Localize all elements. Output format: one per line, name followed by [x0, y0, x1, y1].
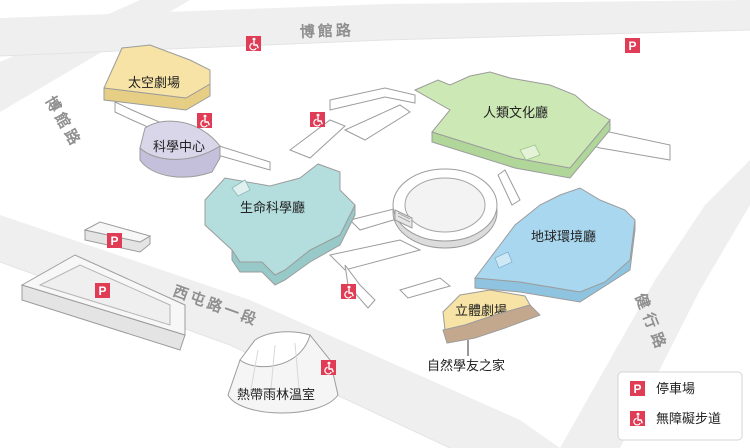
parking-icon[interactable] — [107, 233, 122, 248]
building-friends-home[interactable] — [442, 304, 541, 344]
walkways — [114, 87, 671, 309]
human-culture-stairs — [519, 144, 541, 161]
road-jian-xing — [560, 160, 750, 448]
legend-parking-label: 停車場 — [656, 381, 695, 397]
map-legend: 停車場 無障礙步道 — [617, 371, 743, 441]
wheelchair-icon[interactable] — [245, 35, 262, 52]
road-xitun — [0, 215, 560, 448]
road-label-bo-guan-west: 博館路 — [42, 93, 86, 151]
road-bo-guan — [0, 0, 750, 56]
label-life-science: 生命科學廳 — [240, 200, 305, 216]
parking-icon[interactable] — [95, 283, 110, 298]
central-plaza — [392, 168, 498, 249]
label-friends-home: 自然學友之家 — [427, 358, 505, 374]
wall-mid-east — [343, 104, 411, 141]
wheelchair-icon[interactable] — [340, 283, 357, 300]
wall-mid-west — [288, 119, 346, 159]
legend-wheelchair-icon — [629, 410, 646, 427]
wheelchair-icon[interactable] — [196, 112, 213, 129]
wheelchair-icon[interactable] — [309, 111, 326, 128]
wall-north — [329, 87, 416, 111]
building-human-culture[interactable] — [413, 71, 611, 179]
label-earth-env: 地球環境廳 — [531, 229, 596, 245]
label-science-center: 科學中心 — [153, 140, 205, 155]
earth-env-stairs — [494, 251, 513, 269]
building-life-science[interactable] — [204, 163, 356, 286]
building-space-theater[interactable] — [103, 44, 211, 111]
wall-southwest — [344, 264, 376, 309]
legend-parking-icon — [630, 381, 645, 396]
svg-text:博館路: 博館路 — [42, 93, 86, 151]
building-earth-env[interactable] — [474, 187, 636, 303]
building-rainforest[interactable] — [227, 331, 339, 414]
label-rainforest: 熱帶雨林溫室 — [237, 387, 315, 403]
label-human-culture: 人類文化廳 — [483, 105, 548, 121]
wall-west — [114, 101, 271, 171]
wall-south — [328, 239, 422, 271]
legend-accessible-label: 無障礙步道 — [656, 412, 721, 427]
wheelchair-icon[interactable] — [320, 359, 337, 376]
building-science-center[interactable] — [139, 120, 221, 178]
label-space-theater: 太空劇場 — [128, 76, 180, 91]
road-bo-guan-west — [0, 0, 190, 112]
wall-east-link — [497, 169, 521, 206]
road-label-bo-guan: 博館路 — [300, 21, 355, 41]
parking-icon[interactable] — [625, 38, 640, 53]
wall-stair-connector — [399, 277, 452, 299]
life-science-stairs — [231, 179, 251, 197]
